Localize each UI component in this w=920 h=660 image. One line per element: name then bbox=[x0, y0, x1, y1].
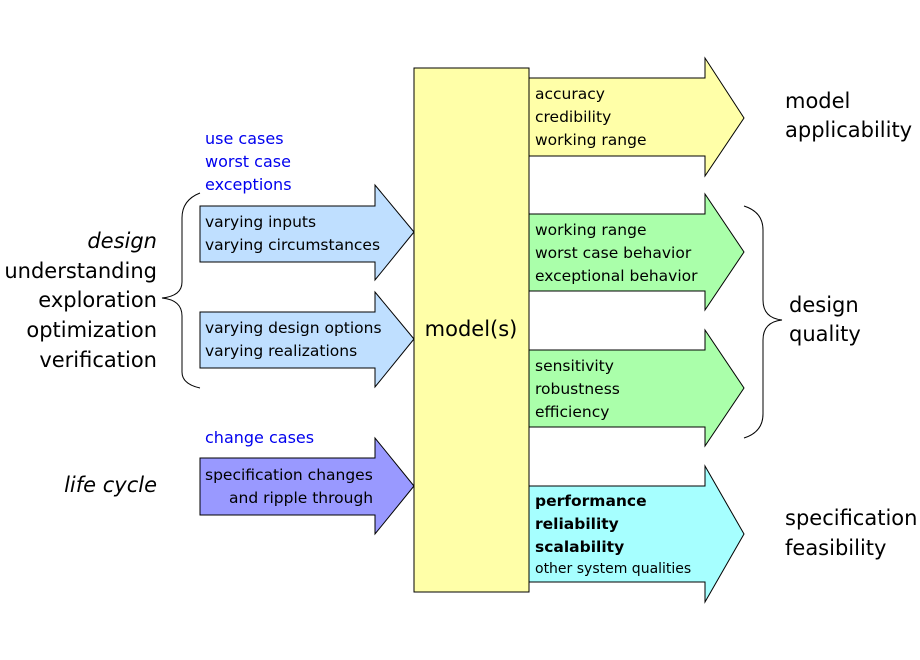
output-arrow-sensitivity-line3: efficiency bbox=[535, 403, 609, 421]
input-arrow-design-options-line2: varying realizations bbox=[205, 342, 357, 360]
applicability-label: applicability bbox=[785, 118, 912, 142]
design-label: design bbox=[87, 229, 157, 253]
output-arrow-sensitivity-line2: robustness bbox=[535, 380, 620, 398]
output-arrow-behavior-line1: working range bbox=[535, 221, 646, 239]
output-arrow-applicability bbox=[528, 56, 745, 178]
exceptions-label: exceptions bbox=[205, 175, 292, 194]
exploration-label: exploration bbox=[38, 288, 157, 312]
output-arrow-behavior bbox=[528, 192, 745, 312]
output-arrow-applicability-line3: working range bbox=[535, 131, 646, 149]
life-cycle-label: life cycle bbox=[64, 473, 157, 497]
input-arrow-spec-changes-line2: and ripple through bbox=[229, 489, 373, 507]
input-arrow-design-options bbox=[199, 290, 415, 389]
understanding-label: understanding bbox=[4, 259, 157, 283]
output-arrow-behavior-line2: worst case behavior bbox=[535, 244, 692, 262]
feasibility-label: feasibility bbox=[785, 536, 886, 560]
output-arrow-system-qualities bbox=[528, 464, 745, 604]
design-quality-label-1: design bbox=[789, 293, 859, 317]
use-cases-label: use cases bbox=[205, 129, 284, 148]
input-arrow-inputs bbox=[199, 183, 415, 282]
output-arrow-system-qualities-line1: performance bbox=[535, 492, 647, 510]
model-label: model bbox=[785, 89, 850, 113]
specification-label: specification bbox=[785, 506, 917, 530]
change-cases-label: change cases bbox=[205, 428, 314, 447]
input-arrow-design-options-line1: varying design options bbox=[205, 319, 382, 337]
verification-label: verification bbox=[39, 348, 157, 372]
worst-case-label: worst case bbox=[205, 152, 291, 171]
output-arrow-system-qualities-line4: other system qualities bbox=[535, 561, 691, 577]
left-brace bbox=[161, 192, 201, 389]
right-brace bbox=[743, 205, 783, 439]
optimization-label: optimization bbox=[26, 318, 157, 342]
output-arrow-applicability-line1: accuracy bbox=[535, 85, 605, 103]
output-arrow-applicability-line2: credibility bbox=[535, 108, 611, 126]
input-arrow-inputs-line2: varying circumstances bbox=[205, 236, 380, 254]
model-box-label: model(s) bbox=[425, 317, 518, 341]
output-arrow-behavior-line3: exceptional behavior bbox=[535, 267, 698, 285]
output-arrow-sensitivity-line1: sensitivity bbox=[535, 357, 614, 375]
input-arrow-spec-changes bbox=[199, 436, 415, 536]
output-arrow-system-qualities-line2: reliability bbox=[535, 515, 619, 533]
output-arrow-sensitivity bbox=[528, 328, 745, 448]
input-arrow-inputs-line1: varying inputs bbox=[205, 213, 316, 231]
model-box bbox=[413, 67, 530, 593]
input-arrow-spec-changes-line1: specification changes bbox=[205, 466, 373, 484]
output-arrow-system-qualities-line3: scalability bbox=[535, 538, 624, 556]
design-quality-label-2: quality bbox=[789, 322, 861, 346]
